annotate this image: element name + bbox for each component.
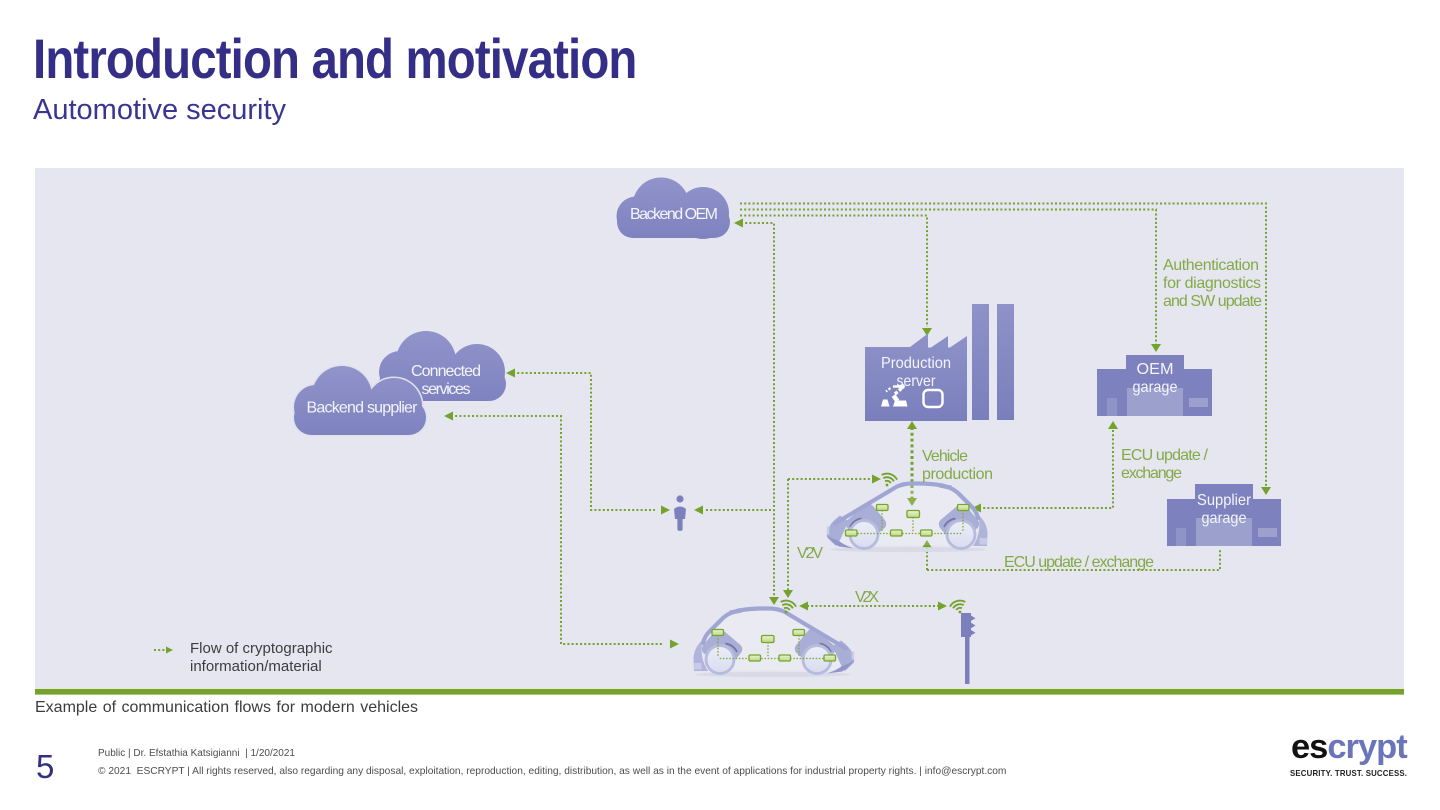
svg-text:V2X: V2X — [855, 589, 879, 606]
svg-text:Connected: Connected — [411, 363, 481, 380]
svg-text:information/material: information/material — [190, 658, 322, 675]
svg-text:for diagnostics: for diagnostics — [1163, 275, 1261, 292]
svg-text:Flow of cryptographic: Flow of cryptographic — [190, 640, 333, 657]
svg-text:services: services — [422, 381, 471, 398]
svg-text:production: production — [922, 466, 993, 483]
svg-text:Supplier: Supplier — [1197, 492, 1252, 509]
svg-text:Authentication: Authentication — [1163, 257, 1259, 274]
svg-text:Production: Production — [881, 355, 951, 372]
svg-text:garage: garage — [1133, 379, 1178, 396]
svg-text:V2V: V2V — [797, 545, 823, 562]
svg-text:server: server — [897, 373, 937, 390]
svg-text:OEM: OEM — [1137, 361, 1174, 378]
svg-text:and SW update: and SW update — [1163, 293, 1262, 310]
svg-text:Backend OEM: Backend OEM — [630, 206, 718, 223]
svg-text:garage: garage — [1202, 510, 1247, 527]
svg-text:ECU update / exchange: ECU update / exchange — [1004, 554, 1154, 571]
svg-text:ECU update /: ECU update / — [1121, 447, 1209, 464]
svg-text:Backend supplier: Backend supplier — [307, 400, 419, 417]
svg-text:exchange: exchange — [1121, 465, 1182, 482]
svg-text:Vehicle: Vehicle — [922, 448, 968, 465]
